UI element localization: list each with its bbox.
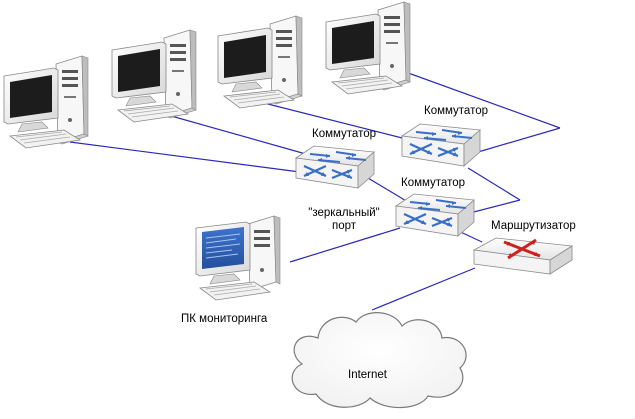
label-switch-middle-right: Коммутатор [401, 177, 465, 189]
label-internet: Internet [348, 369, 387, 381]
switch-middle-left [294, 144, 376, 190]
cable-switch-top-right-to-middle-right [467, 167, 521, 201]
cable-pc4-switch-top-right [399, 69, 561, 129]
label-switch-middle-left: Коммутатор [312, 128, 376, 140]
label-router: Маршрутизатор [491, 220, 576, 232]
cable-pc1-switch-middle-left [69, 141, 301, 173]
switch-middle-right [394, 192, 476, 238]
cable-switch-middle-right-to-monitoring [289, 227, 401, 263]
computer-1 [3, 55, 89, 149]
cable-pc3-switch-top-right [259, 101, 411, 141]
cable-pc2-switch-middle-left [149, 109, 321, 159]
computer-3 [217, 15, 303, 109]
label-monitoring-pc: ПК мониторинга [181, 313, 268, 325]
cables [69, 69, 561, 311]
cable-switch-middle-left-to-middle-right [367, 177, 409, 203]
cable-middle-right-uplink [465, 199, 521, 215]
label-mirror-port: "зеркальный" порт [298, 207, 390, 233]
computer-2 [111, 29, 197, 123]
cable-router-to-internet [371, 267, 476, 311]
router-x-icon [503, 238, 541, 260]
internet-cloud [291, 312, 467, 409]
router [472, 237, 574, 275]
monitoring-computer [195, 215, 281, 301]
computer-4 [325, 1, 411, 95]
cable-switch-top-right-uplink [477, 127, 561, 153]
label-mirror-port-line1: "зеркальный" [308, 207, 380, 219]
label-mirror-port-line2: порт [331, 220, 357, 232]
label-switch-top-right: Коммутатор [424, 105, 488, 117]
switch-top-right [400, 122, 482, 168]
